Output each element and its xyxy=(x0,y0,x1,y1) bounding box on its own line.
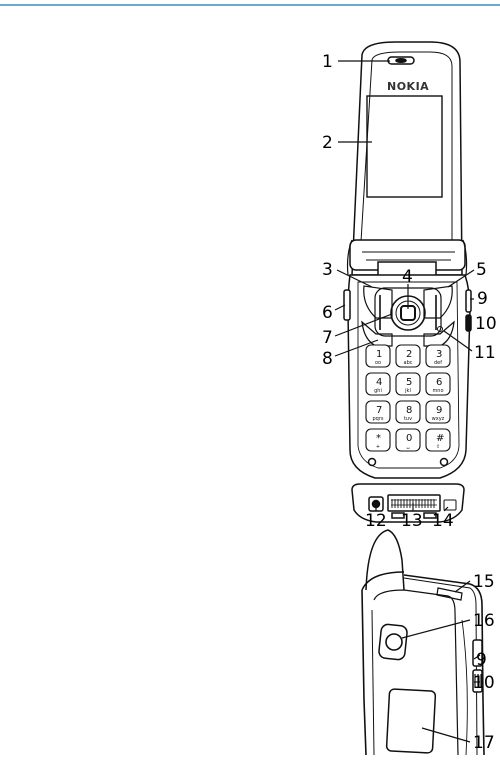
callout-3: 3 xyxy=(322,260,333,280)
keypad-key-number: # xyxy=(436,433,444,444)
callout-9: 9 xyxy=(477,289,488,309)
keypad-key-letters: ghi xyxy=(374,388,382,394)
keypad-key[interactable]: 1oo xyxy=(366,345,390,367)
callout-10b: 10 xyxy=(473,673,495,693)
keypad-key-letters: mno xyxy=(432,388,443,394)
keypad-key-number: 5 xyxy=(406,377,412,388)
callout-9b: 9 xyxy=(476,650,487,670)
keypad-key-number: 9 xyxy=(436,405,442,416)
keypad-key-letters: wxyz xyxy=(432,416,445,422)
back-cover-panel xyxy=(386,689,435,753)
keypad-key-number: 7 xyxy=(376,405,382,416)
keypad-key-letters: jkl xyxy=(404,388,411,394)
callout-1: 1 xyxy=(322,52,333,72)
keypad-key-number: 1 xyxy=(376,349,382,360)
keypad-key[interactable]: #⇧ xyxy=(426,429,450,451)
callout-11: 11 xyxy=(474,343,496,363)
keypad-key-number: 6 xyxy=(436,377,442,388)
callout-17: 17 xyxy=(473,733,495,753)
callout-14: 14 xyxy=(432,511,454,531)
callout-4: 4 xyxy=(402,267,413,287)
keypad-key-number: 4 xyxy=(376,377,382,388)
keypad-key-letters: abc xyxy=(404,360,413,366)
callout-12: 12 xyxy=(365,511,387,531)
keypad-key-letters: pqrs xyxy=(372,416,383,422)
callout-5: 5 xyxy=(476,260,487,280)
keypad-key-letters: + xyxy=(376,444,380,450)
callout-8: 8 xyxy=(322,349,333,369)
keypad-key-number: 8 xyxy=(406,405,412,416)
callout-15: 15 xyxy=(473,572,495,592)
callout-7: 7 xyxy=(322,328,333,348)
keypad-key-letters: ⇧ xyxy=(436,444,440,450)
keypad-key-number: * xyxy=(376,433,381,444)
brand-logo: NOKIA xyxy=(387,80,429,93)
callout-2: 2 xyxy=(322,133,333,153)
keypad-key-number: 0 xyxy=(406,433,412,444)
keypad-key[interactable]: *+ xyxy=(366,429,390,451)
callout-10: 10 xyxy=(475,314,497,334)
callout-16: 16 xyxy=(473,611,495,631)
keypad-key-number: 3 xyxy=(436,349,442,360)
phone-side-view xyxy=(362,530,484,755)
keypad-key[interactable]: 0␣ xyxy=(396,429,420,451)
keypad-key-letters: def xyxy=(434,360,442,366)
phone-front-flip xyxy=(348,42,467,280)
keypad-key-number: 2 xyxy=(406,349,412,360)
keypad-key-letters: ␣ xyxy=(406,444,409,450)
callout-13: 13 xyxy=(401,511,423,531)
keypad-key-letters: tuv xyxy=(404,416,412,422)
keypad-key-letters: oo xyxy=(375,360,381,366)
callout-6: 6 xyxy=(322,303,333,323)
